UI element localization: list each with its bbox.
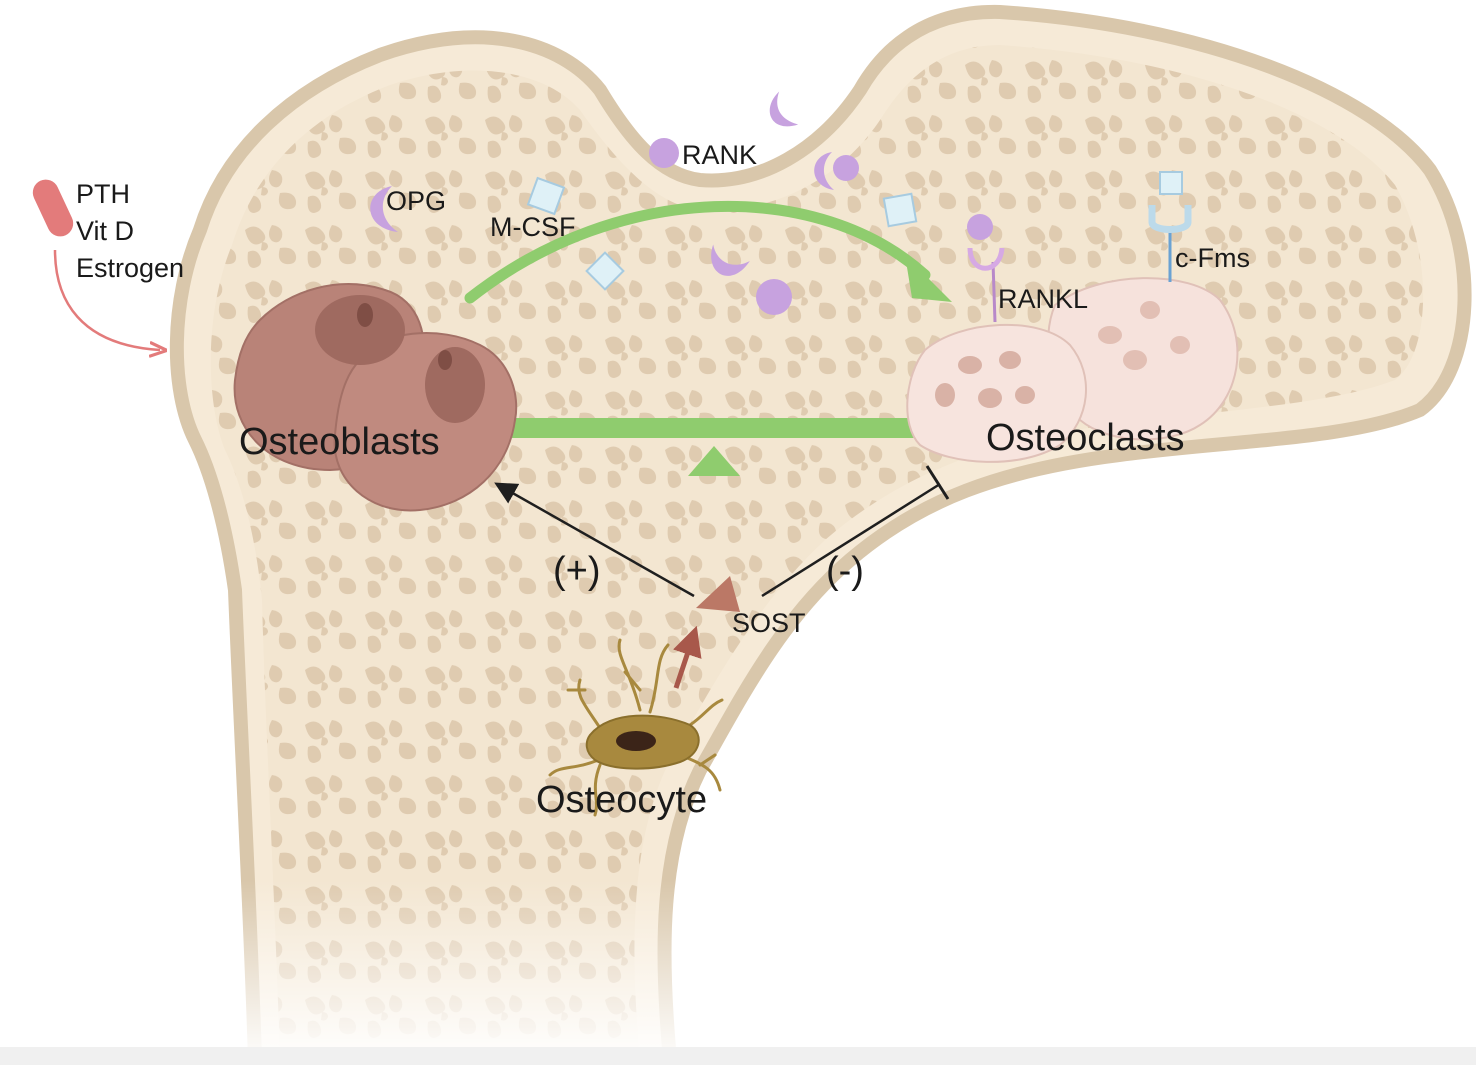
cfms-receptor-icon	[1148, 205, 1192, 233]
osteoclast-cells	[906, 277, 1239, 463]
bottom-fade	[200, 880, 760, 1065]
differentiation-arrowhead	[905, 255, 952, 302]
opg-label: OPG	[386, 186, 447, 216]
sost-inhibits-osteoclast-line	[761, 482, 941, 598]
sost-to-osteoblast-arrow	[494, 482, 695, 598]
rank-icon	[756, 279, 792, 315]
mcsf-label: M-CSF	[490, 212, 576, 242]
hormone-estrogen: Estrogen	[76, 253, 185, 283]
rank-icon	[649, 138, 679, 168]
rank-label: RANK	[682, 140, 758, 170]
opg-icon	[370, 186, 398, 232]
osteocyte-cell	[548, 638, 724, 817]
inhibition-bar	[925, 465, 950, 500]
balance-beam	[508, 418, 916, 438]
hormone-list: PTH Vit D Estrogen	[76, 176, 184, 287]
rank-icon	[833, 155, 859, 181]
rank-bound-icon	[967, 214, 993, 240]
opg-free-icon	[711, 244, 750, 276]
mcsf-bound-icon	[1159, 171, 1183, 195]
osteocyte-secretion-arrow	[673, 625, 702, 689]
balance-fulcrum-icon	[688, 446, 740, 476]
osteocyte-label: Osteocyte	[536, 779, 708, 821]
negative-sign: (-)	[826, 550, 864, 592]
sost-label: SOST	[732, 608, 806, 638]
cfms-label: c-Fms	[1175, 243, 1250, 273]
rankl-stalk	[991, 261, 997, 323]
bottom-strip	[0, 1047, 1476, 1065]
positive-sign: (+)	[553, 550, 601, 592]
hormone-capsule-icon	[32, 179, 74, 237]
mcsf-icon	[882, 192, 918, 228]
rankl-label: RANKL	[998, 284, 1089, 314]
osteoclasts-label: Osteoclasts	[986, 417, 1185, 459]
mcsf-icon	[585, 251, 625, 291]
osteoblasts-label: Osteoblasts	[239, 421, 440, 463]
rankl-receptor-icon	[967, 247, 1005, 271]
hormone-arrow	[53, 249, 160, 350]
sost-triangle-icon	[696, 576, 740, 612]
osteoblast-cells	[233, 283, 518, 512]
differentiation-arrow	[464, 200, 931, 304]
opg-free-icon	[769, 91, 799, 127]
hormone-pth: PTH	[76, 179, 130, 209]
hormone-vitd: Vit D	[76, 216, 135, 246]
opg-rank-complex-icon	[814, 152, 834, 190]
mcsf-icon	[526, 176, 566, 216]
